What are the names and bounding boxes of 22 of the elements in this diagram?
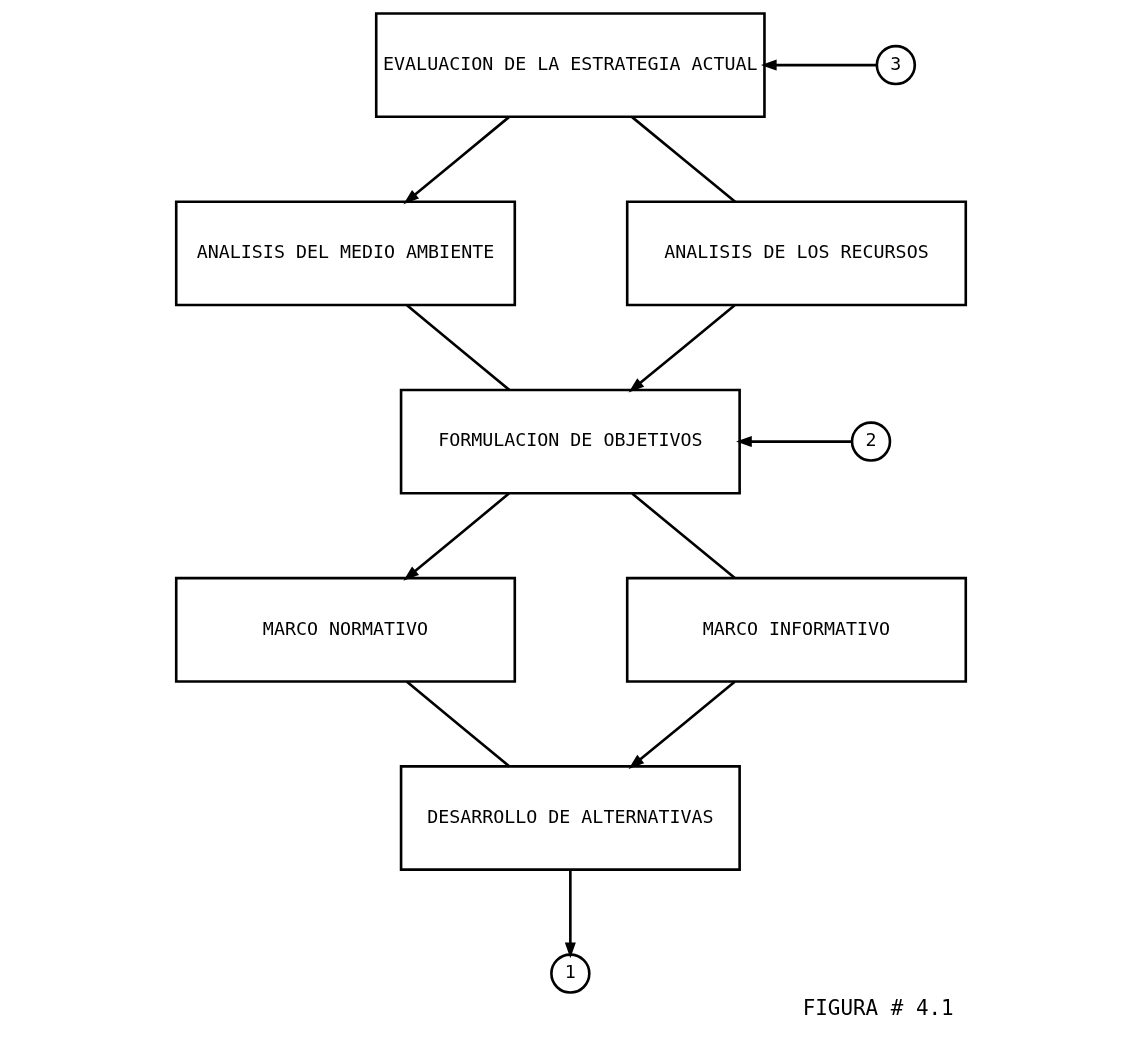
node-box: MARCO NORMATIVO xyxy=(174,576,516,683)
node-box: DESARROLLO DE ALTERNATIVAS xyxy=(399,765,741,871)
arrow xyxy=(628,680,736,769)
arrow xyxy=(735,436,852,448)
arrow xyxy=(402,116,510,205)
arrow xyxy=(760,59,876,71)
node-box: FORMULACION DE OBJETIVOS xyxy=(399,388,741,495)
connector xyxy=(405,680,510,768)
arrow xyxy=(628,304,736,393)
node-circle: 3 xyxy=(875,44,916,86)
node-box: ANALISIS DE LOS RECURSOS xyxy=(625,200,967,307)
arrow xyxy=(402,492,510,581)
node-circle: 1 xyxy=(549,953,591,994)
node-circle: 2 xyxy=(850,421,891,462)
connector xyxy=(405,304,510,391)
arrow xyxy=(564,869,576,959)
node-box: ANALISIS DEL MEDIO AMBIENTE xyxy=(174,200,516,307)
node-box: EVALUACION DE LA ESTRATEGIA ACTUAL xyxy=(374,12,766,119)
caption: FIGURA # 4.1 xyxy=(802,995,954,1020)
connector xyxy=(630,492,736,580)
connector xyxy=(630,116,736,203)
node-box: MARCO INFORMATIVO xyxy=(625,576,967,683)
